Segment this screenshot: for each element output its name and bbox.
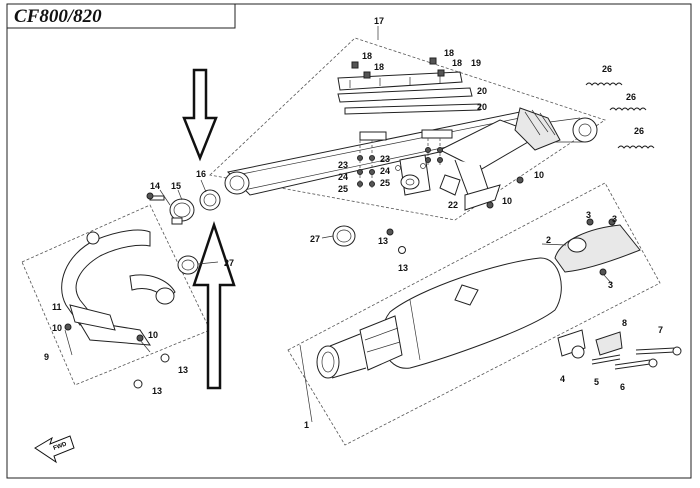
label-15: 15 [171, 181, 181, 191]
label-20a: 20 [477, 86, 487, 96]
label-13a: 13 [378, 236, 388, 246]
label-24b: 24 [380, 166, 390, 176]
label-10c: 10 [52, 323, 62, 333]
group-outline-front-pipe [209, 37, 606, 221]
label-3c: 3 [608, 280, 613, 290]
label-10a: 10 [534, 170, 544, 180]
label-22: 22 [448, 200, 458, 210]
fwd-arrow-icon: FWD [34, 435, 75, 464]
label-26a: 26 [602, 64, 612, 74]
label-18c: 18 [444, 48, 454, 58]
label-19: 19 [471, 58, 481, 68]
label-27b: 27 [224, 258, 234, 268]
small-fasteners [64, 176, 524, 389]
leader-lines [64, 26, 613, 423]
label-18b: 18 [374, 62, 384, 72]
label-8: 8 [622, 318, 627, 328]
label-25a: 25 [338, 184, 348, 194]
label-18d: 18 [452, 58, 462, 68]
label-10b: 10 [502, 196, 512, 206]
page-title: CF800/820 [14, 6, 102, 27]
label-7: 7 [658, 325, 663, 335]
label-26c: 26 [634, 126, 644, 136]
outer-frame [6, 3, 692, 479]
end-cap [554, 218, 641, 276]
label-6: 6 [620, 382, 625, 392]
label-13c: 13 [178, 365, 188, 375]
label-17: 17 [374, 16, 384, 26]
fwd-label: FWD [53, 441, 69, 452]
heat-shield [337, 71, 481, 115]
arrow-down-icon [182, 68, 218, 162]
label-3a: 3 [586, 210, 591, 220]
arrow-up-icon [192, 221, 236, 390]
label-27a: 27 [310, 234, 320, 244]
bolts-18 [351, 57, 445, 79]
label-1: 1 [304, 420, 309, 430]
label-24a: 24 [338, 172, 348, 182]
label-23b: 23 [380, 154, 390, 164]
label-9: 9 [44, 352, 49, 362]
label-4: 4 [560, 374, 565, 384]
label-13d: 13 [152, 386, 162, 396]
springs [585, 82, 655, 149]
group-outline-muffler [287, 182, 661, 446]
title-box [7, 4, 236, 29]
mount-parts [557, 329, 682, 370]
label-27c: 27 [628, 48, 638, 58]
label-25b: 25 [380, 178, 390, 188]
label-11: 11 [52, 302, 62, 312]
label-18a: 18 [362, 51, 372, 61]
label-20b: 20 [477, 102, 487, 112]
label-10d: 10 [148, 330, 158, 340]
pipe-brackets [359, 129, 501, 211]
label-13b: 13 [398, 263, 408, 273]
clamp-and-sleeve [149, 189, 221, 225]
hardware-stack [357, 138, 443, 190]
label-2: 2 [546, 235, 551, 245]
label-3b: 3 [612, 214, 617, 224]
label-5: 5 [594, 377, 599, 387]
label-26b: 26 [626, 92, 636, 102]
label-16: 16 [196, 169, 206, 179]
front-pipe [224, 107, 598, 201]
group-outline-header [21, 204, 211, 386]
label-14: 14 [150, 181, 160, 191]
muffler [316, 257, 562, 379]
gaskets [177, 225, 356, 275]
label-23a: 23 [338, 160, 348, 170]
header-pipe [61, 229, 176, 346]
